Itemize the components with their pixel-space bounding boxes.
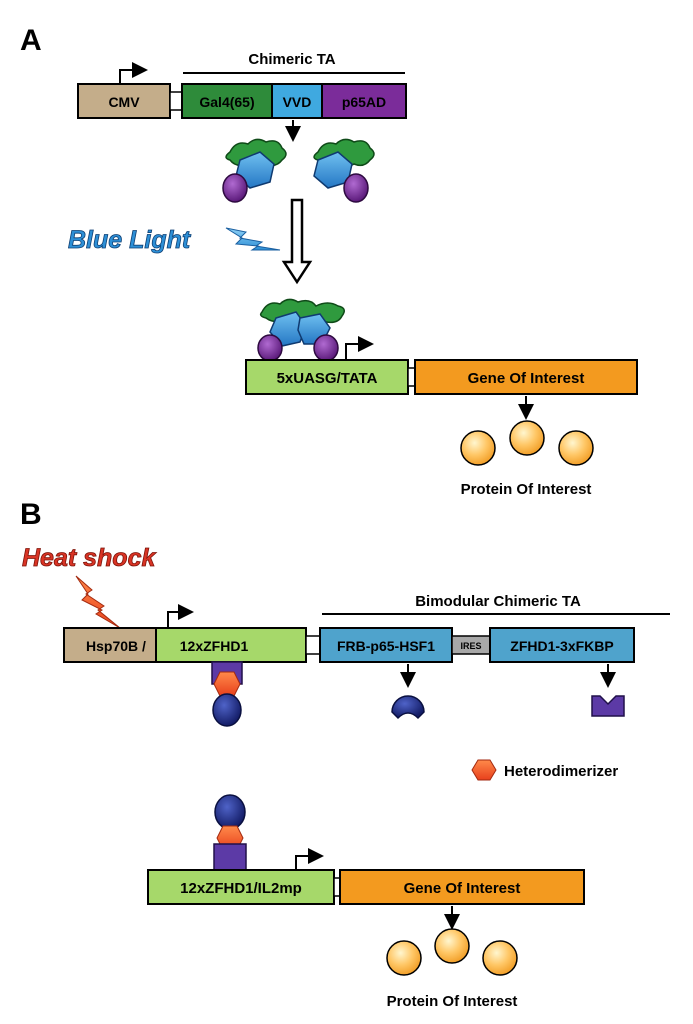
bound-complex-top — [211, 661, 243, 727]
linker-a1 — [169, 91, 183, 111]
frb-box — [319, 627, 453, 663]
p65ad-ball — [257, 334, 283, 362]
gene-label-b: Gene Of Interest — [404, 880, 521, 897]
hsp70b-label: Hsp70B / — [86, 638, 146, 654]
blue-light-bolt-icon — [225, 227, 281, 251]
il2mp-label: 12xZFHD1/IL2mp — [180, 880, 302, 897]
p65ad-ball — [222, 173, 248, 203]
panel-a-letter: A — [20, 24, 42, 57]
frb-domain-ball — [214, 794, 246, 830]
bimodular-label: Bimodular Chimeric TA — [415, 593, 581, 610]
gal4-label: Gal4(65) — [199, 94, 254, 110]
p65ad-ball — [343, 173, 369, 203]
fkbp-product-icon — [591, 695, 625, 717]
uasg-box — [245, 359, 409, 395]
p65ad-ball — [313, 334, 339, 362]
panel-b: B Heat shock Bimodular Chimeric TA Hsp70… — [20, 498, 670, 1010]
protein-ball — [558, 430, 594, 466]
panel-a: A Chimeric TA CMV Gal4(65) VVD p65AD — [20, 24, 638, 498]
ta-monomer-right — [313, 138, 375, 203]
gene-label-a: Gene Of Interest — [468, 370, 585, 387]
zfhd1-fkbp-box — [489, 627, 635, 663]
heterodimerizer-legend-label: Heterodimerizer — [504, 763, 618, 780]
zfhd1-fkbp-label: ZFHD1-3xFKBP — [510, 638, 613, 654]
vvd-box — [271, 83, 323, 119]
frb-product-icon — [391, 695, 425, 720]
ires-label: IRES — [460, 641, 481, 651]
bound-complex-bottom — [213, 794, 247, 871]
panel-b-letter: B — [20, 498, 42, 531]
activation-hollow-arrow — [281, 198, 313, 285]
protein-label-b: Protein Of Interest — [387, 993, 518, 1010]
protein-ball — [509, 420, 545, 456]
ta-monomer-left — [222, 138, 287, 203]
cmv-label: CMV — [108, 94, 140, 110]
protein-ball — [434, 928, 470, 964]
gene-box-a — [414, 359, 638, 395]
zfhd1-label: 12xZFHD1 — [180, 638, 249, 654]
frb-label: FRB-p65-HSF1 — [337, 638, 435, 654]
tss-arrow-b1 — [167, 604, 194, 628]
protein-ball — [482, 940, 518, 976]
linker-a2 — [407, 367, 416, 387]
vvd-label: VVD — [283, 94, 312, 110]
linker-b1 — [305, 635, 321, 655]
chimeric-ta-label: Chimeric TA — [248, 51, 335, 68]
heat-shock-bolt-icon — [75, 575, 121, 629]
tss-arrow-a2 — [345, 336, 374, 360]
vvd-hexagon — [269, 311, 307, 347]
protein-ball — [386, 940, 422, 976]
frb-domain-ball — [212, 693, 242, 727]
ta-dimer-bound — [257, 298, 345, 362]
blue-light-label: Blue Light — [68, 226, 192, 254]
gene-box-b — [339, 869, 585, 905]
tss-arrow-a1 — [119, 62, 148, 85]
tss-arrow-b2 — [295, 848, 324, 872]
gal4-box — [181, 83, 273, 119]
heterodimerizer-legend-icon — [471, 759, 497, 781]
p65ad-box — [321, 83, 407, 119]
p65ad-label: p65AD — [342, 94, 386, 110]
uasg-label: 5xUASG/TATA — [277, 370, 378, 387]
heterodimerizer-shape — [213, 671, 241, 697]
protein-ball — [460, 430, 496, 466]
il2mp-box — [147, 869, 335, 905]
heat-shock-label: Heat shock — [22, 544, 156, 572]
zfhd1-box — [155, 627, 307, 663]
protein-label-a: Protein Of Interest — [461, 481, 592, 498]
zfhd1-fkbp-block — [213, 843, 247, 871]
